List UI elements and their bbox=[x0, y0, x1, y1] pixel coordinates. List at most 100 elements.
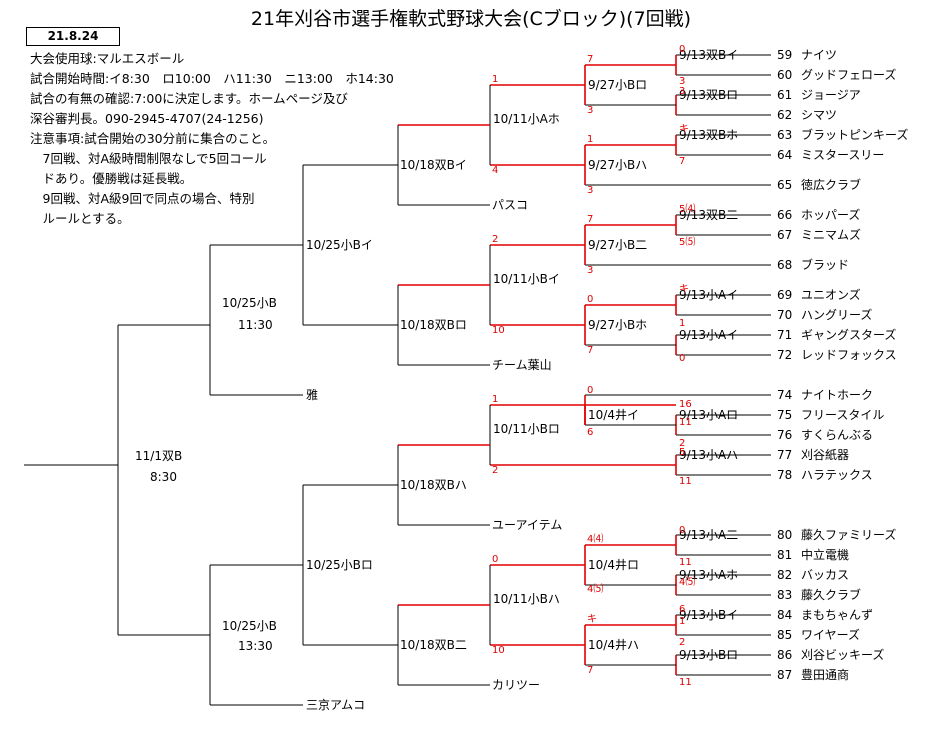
seeded-team: チーム葉山 bbox=[492, 358, 552, 372]
note-line: 注意事項:試合開始の30分前に集合のこと。 bbox=[30, 131, 276, 146]
score: 3 bbox=[587, 105, 593, 116]
page-title: 21年刈谷市選手権軟式野球大会(Cブロック)(7回戦) bbox=[250, 8, 692, 30]
match-label: 9/13小Aイ bbox=[679, 328, 738, 342]
match-label: 11/1双B bbox=[135, 449, 182, 463]
score: 5⑷ bbox=[679, 202, 695, 215]
match-label: 9/13小A二 bbox=[679, 528, 738, 542]
team-name: 刈谷ビッキーズ bbox=[801, 647, 884, 662]
match-label: 9/13小Aロ bbox=[679, 408, 738, 422]
score: 7 bbox=[587, 665, 593, 676]
team-name: ジョージア bbox=[801, 88, 861, 102]
score: 0 bbox=[679, 525, 685, 536]
team-number: 83 bbox=[777, 588, 792, 602]
team-name: ミニマムズ bbox=[801, 227, 861, 242]
score: 10 bbox=[492, 645, 505, 656]
team-number: 62 bbox=[777, 108, 792, 122]
team-name: グッドフェローズ bbox=[801, 67, 896, 82]
score: 3 bbox=[587, 265, 593, 276]
note-line: 試合開始時間:イ8:30 ロ10:00 ハ11:30 ニ13:00 ホ14:30 bbox=[30, 71, 394, 86]
score: 1 bbox=[679, 616, 685, 627]
match-label: 8:30 bbox=[150, 470, 177, 484]
team-number: 87 bbox=[777, 668, 792, 682]
team-number: 85 bbox=[777, 628, 792, 642]
match-label: 10/18双Bイ bbox=[400, 158, 467, 172]
team-number: 66 bbox=[777, 208, 792, 222]
team-name: ワイヤーズ bbox=[801, 627, 860, 642]
team-number: 59 bbox=[777, 48, 792, 62]
team-name: 藤久クラブ bbox=[801, 587, 861, 602]
match-label: 9/13小Bロ bbox=[679, 648, 738, 662]
match-label: 9/13双Bロ bbox=[679, 88, 738, 102]
match-label: 10/18双B二 bbox=[400, 638, 467, 652]
seeded-team: 三京アムコ bbox=[306, 698, 365, 712]
match-label: 10/11小Bイ bbox=[493, 272, 560, 286]
score: 5⑸ bbox=[679, 236, 695, 248]
match-label: 10/4井イ bbox=[588, 408, 639, 422]
team-name: ナイツ bbox=[801, 48, 837, 62]
score: 11 bbox=[679, 557, 692, 568]
score: 4⑷ bbox=[587, 532, 603, 545]
seeded-team: パスコ bbox=[492, 198, 528, 212]
team-number: 70 bbox=[777, 308, 792, 322]
team-number: 60 bbox=[777, 68, 792, 82]
note-line: ルールとする。 bbox=[30, 211, 130, 226]
team-number: 72 bbox=[777, 348, 792, 362]
team-number: 80 bbox=[777, 528, 792, 542]
team-number: 64 bbox=[777, 148, 792, 162]
match-label: 10/25小B bbox=[222, 619, 277, 633]
score: 0 bbox=[679, 353, 685, 364]
seeded-team: ユーアイテム bbox=[492, 518, 562, 532]
team-number: 61 bbox=[777, 88, 792, 102]
score: 6 bbox=[679, 604, 685, 615]
score: 1 bbox=[492, 74, 498, 85]
score: 7 bbox=[679, 156, 685, 167]
score: 6 bbox=[587, 427, 593, 438]
score: キ bbox=[679, 284, 689, 295]
match-label: 9/27小Bロ bbox=[588, 78, 647, 92]
team-name: シマツ bbox=[801, 108, 837, 122]
seeded-team: 雅 bbox=[306, 387, 318, 402]
team-name: ブラッド bbox=[801, 257, 849, 272]
team-name: 豊田通商 bbox=[801, 667, 849, 682]
note-line: 深谷審判長。090-2945-4707(24-1256) bbox=[30, 111, 264, 126]
team-name: 中立電機 bbox=[801, 547, 849, 562]
team-number: 84 bbox=[777, 608, 792, 622]
team-number: 74 bbox=[777, 388, 792, 402]
score: 1 bbox=[587, 134, 593, 145]
team-name: ブラットピンキーズ bbox=[801, 127, 908, 142]
team-name: 藤久ファミリーズ bbox=[801, 527, 896, 542]
score: 11 bbox=[679, 476, 692, 487]
score: キ bbox=[587, 614, 597, 625]
score: キ bbox=[679, 124, 689, 135]
note-line: 大会使用球:マルエスボール bbox=[30, 51, 185, 66]
match-label: 9/13双Bホ bbox=[679, 128, 738, 142]
team-number: 63 bbox=[777, 128, 792, 142]
team-number: 81 bbox=[777, 548, 792, 562]
score: 1 bbox=[679, 318, 685, 329]
team-name: フリースタイル bbox=[801, 408, 884, 422]
score: 16 bbox=[679, 399, 692, 410]
team-number: 76 bbox=[777, 428, 792, 442]
match-label: 9/13小Aホ bbox=[679, 568, 738, 582]
score: 4⑸ bbox=[679, 576, 695, 588]
team-name: ホッパーズ bbox=[801, 207, 860, 222]
score: 0 bbox=[679, 44, 685, 55]
score: 0 bbox=[492, 554, 498, 565]
match-label: 10/25小Bイ bbox=[306, 238, 373, 252]
score: 0 bbox=[587, 385, 593, 396]
team-number: 75 bbox=[777, 408, 792, 422]
team-name: ユニオンズ bbox=[801, 287, 861, 302]
match-label: 9/13双B二 bbox=[679, 208, 738, 222]
team-name: 刈谷紙器 bbox=[801, 447, 849, 462]
score: 2 bbox=[492, 465, 498, 476]
score: 11 bbox=[679, 677, 692, 688]
score: 0 bbox=[587, 294, 593, 305]
team-name: ギャングスターズ bbox=[801, 327, 896, 342]
score: 10 bbox=[492, 325, 505, 336]
team-name: ハングリーズ bbox=[801, 307, 872, 322]
score: 7 bbox=[587, 54, 593, 65]
score: 2 bbox=[679, 438, 685, 449]
match-label: 10/18双Bロ bbox=[400, 318, 467, 332]
score: 2 bbox=[679, 637, 685, 648]
